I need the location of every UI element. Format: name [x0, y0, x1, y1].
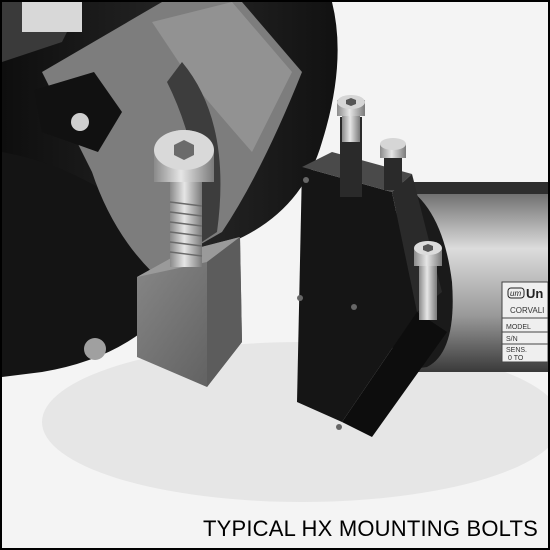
- hex-bolt-icon: [380, 138, 406, 190]
- bracket-block: [137, 237, 242, 387]
- hex-bolt-icon: [337, 95, 365, 197]
- nameplate: um Un CORVALI MODEL S/N SENS. 0 TO: [501, 281, 548, 363]
- svg-text:CORVALI: CORVALI: [510, 306, 544, 315]
- svg-text:0 TO: 0 TO: [508, 355, 524, 362]
- svg-text:um: um: [510, 289, 521, 298]
- hex-bolt-icon: [414, 241, 442, 320]
- hex-bolt-icon: [154, 130, 214, 267]
- photo-caption: TYPICAL HX MOUNTING BOLTS: [202, 516, 538, 541]
- housing-label: [22, 2, 82, 32]
- svg-text:S/N: S/N: [506, 336, 518, 343]
- svg-text:Un: Un: [526, 286, 543, 301]
- svg-text:MODEL: MODEL: [506, 324, 531, 331]
- svg-text:SENS.: SENS.: [506, 347, 527, 354]
- small-bolt-icon: [84, 338, 106, 360]
